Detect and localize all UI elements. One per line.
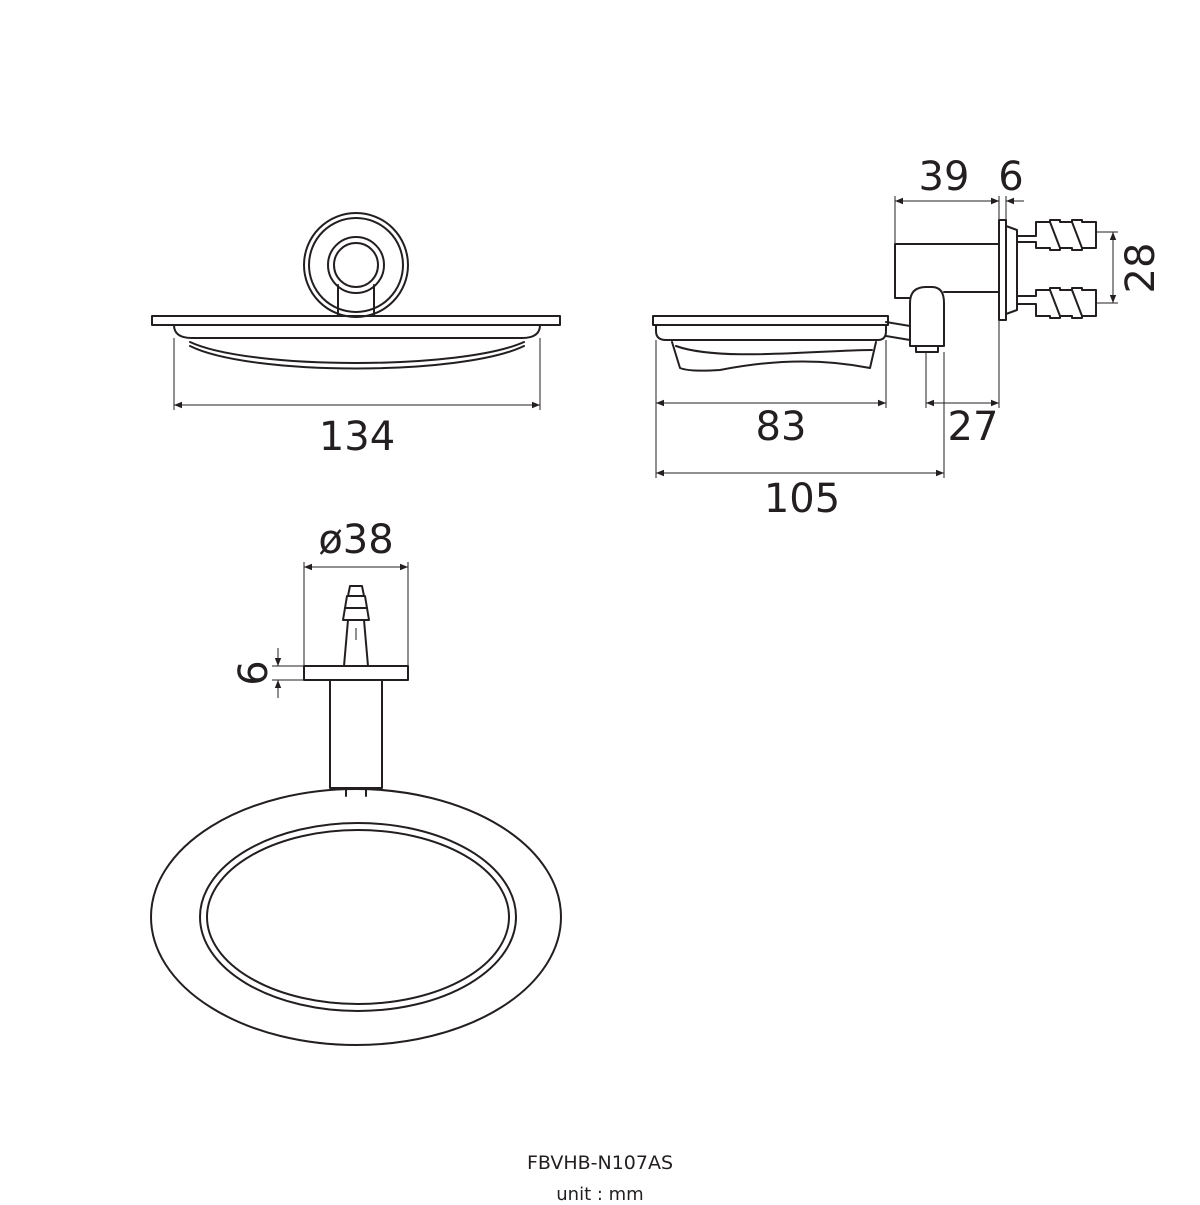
model-number: FBVHB-N107AS <box>526 1152 674 1174</box>
side-view: 39 6 28 83 27 105 <box>652 154 1164 522</box>
dim-side-dish: 83 <box>756 404 807 450</box>
dim-top-diameter: ø38 <box>318 517 393 563</box>
dim-side-plate: 6 <box>998 154 1023 200</box>
dim-side-total: 105 <box>764 476 840 522</box>
dim-front-width: 134 <box>319 414 395 460</box>
dim-top-plate: 6 <box>231 660 277 685</box>
top-view: ø38 6 <box>150 517 562 1046</box>
front-view: 134 <box>151 212 561 460</box>
dim-side-height: 28 <box>1118 243 1164 294</box>
dim-side-length: 39 <box>919 154 970 200</box>
unit-label: unit : mm <box>556 1184 644 1205</box>
dim-side-arm: 27 <box>948 404 999 450</box>
